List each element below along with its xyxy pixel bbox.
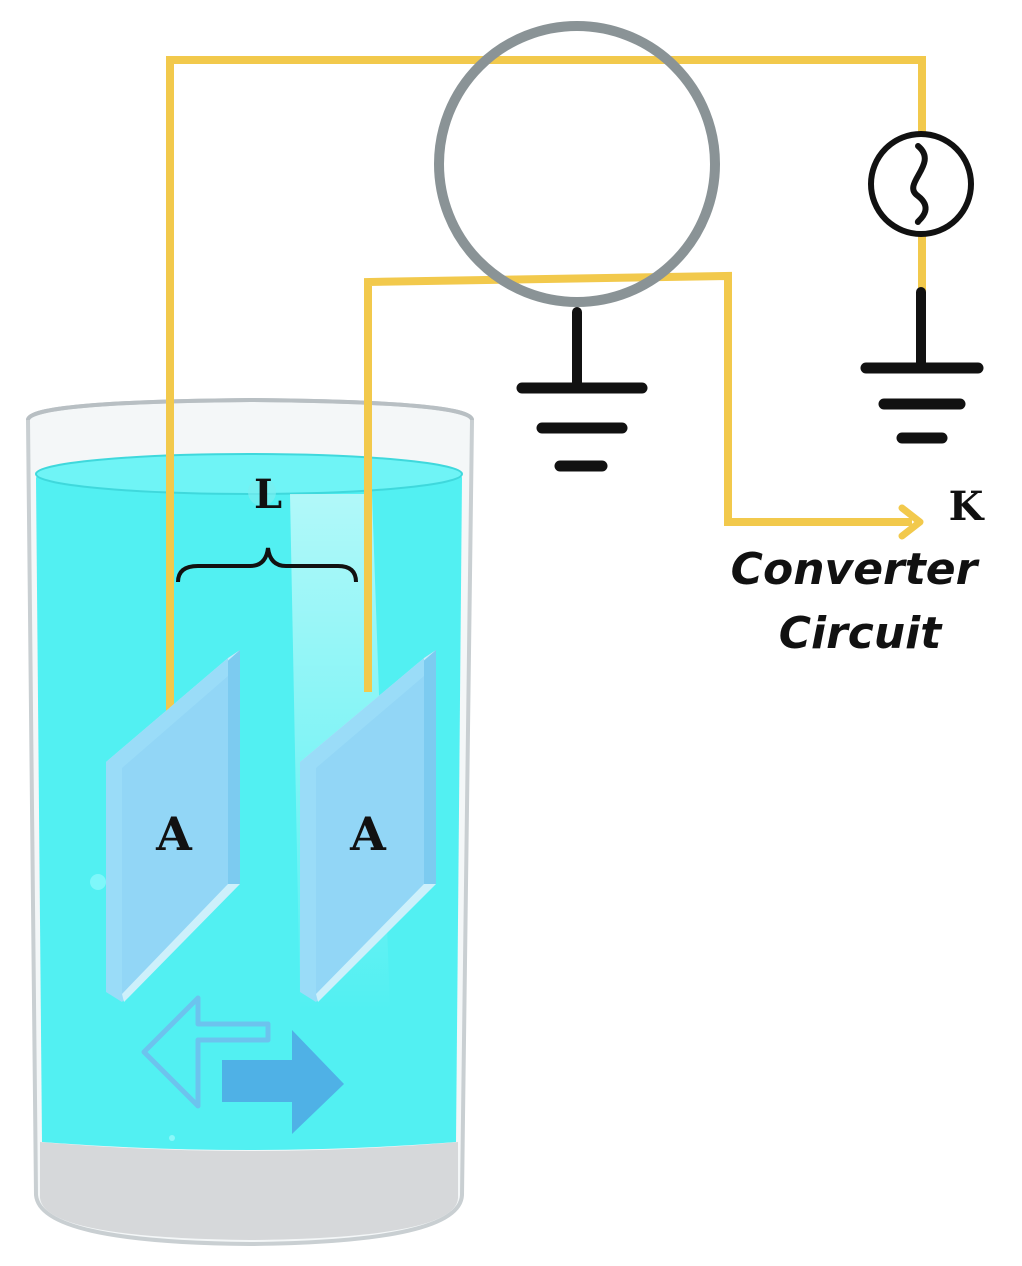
plate-left: A (106, 650, 240, 1002)
beaker-rim (26, 397, 474, 421)
right-arrow-solid (222, 1030, 344, 1134)
converter-label-line1: Converter (731, 544, 980, 595)
ac-ground-icon (860, 287, 984, 444)
wire-left-plate (166, 56, 926, 712)
converter-label-line2: Circuit (779, 608, 944, 659)
meter-ring (434, 21, 720, 307)
left-arrow-outline (141, 995, 271, 1109)
wires (166, 56, 926, 712)
beaker-base (40, 1142, 458, 1240)
bidirectional-arrow-icon (141, 995, 344, 1134)
bubble (90, 874, 106, 890)
plate-right: A (300, 650, 436, 1002)
plate-right-label: A (349, 807, 387, 861)
ac-source-icon (868, 131, 974, 237)
gap-label: L (254, 471, 282, 518)
wire-right-plate (364, 271, 912, 692)
meter-ground-icon (516, 307, 648, 472)
gap-brace (176, 547, 358, 583)
plate-left-label: A (155, 807, 193, 861)
bubble (169, 1135, 175, 1141)
bubble (248, 478, 276, 506)
output-label: K (949, 483, 985, 530)
output-arrow-head (898, 504, 924, 540)
